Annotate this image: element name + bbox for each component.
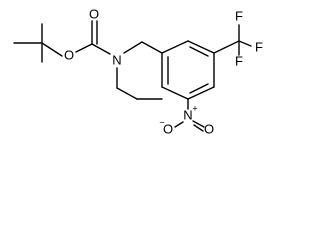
bond	[161, 40, 189, 54]
bond	[213, 40, 240, 54]
bond	[75, 43, 93, 53]
chemical-structure: O O N N + O − O F F F	[13, 6, 263, 136]
tetrahydro-ring	[116, 41, 163, 100]
nitro-group	[174, 98, 205, 132]
bond	[187, 86, 215, 100]
bond	[116, 87, 138, 100]
benzene-ring	[161, 40, 215, 100]
bond	[161, 86, 189, 100]
bond	[141, 41, 163, 54]
nitro-oxygen-charge: −	[159, 117, 164, 127]
bond	[123, 41, 143, 54]
fluorine-right-label: F	[255, 39, 263, 54]
fluorine-top-label: F	[235, 8, 243, 23]
bond	[189, 46, 209, 57]
carbamate-group	[75, 20, 111, 55]
ring-nitrogen-label: N	[112, 52, 121, 67]
ester-oxygen-label: O	[64, 47, 74, 62]
bond	[238, 40, 252, 47]
bond	[91, 43, 111, 55]
bond	[187, 40, 215, 54]
nitro-nitrogen-charge: +	[192, 103, 197, 113]
trifluoromethyl-group	[213, 24, 252, 56]
bond	[189, 83, 209, 94]
nitro-oxygen-right-label: O	[204, 121, 214, 136]
nitro-oxygen-left-label: O	[163, 121, 173, 136]
bond	[192, 120, 205, 128]
fluorine-bottom-label: F	[235, 53, 243, 68]
bond	[193, 124, 204, 132]
tert-butyl-group	[13, 23, 63, 63]
nitro-nitrogen-label: N	[183, 107, 192, 122]
bond	[174, 121, 184, 128]
bond	[41, 42, 63, 57]
carbonyl-oxygen-label: O	[89, 6, 99, 21]
